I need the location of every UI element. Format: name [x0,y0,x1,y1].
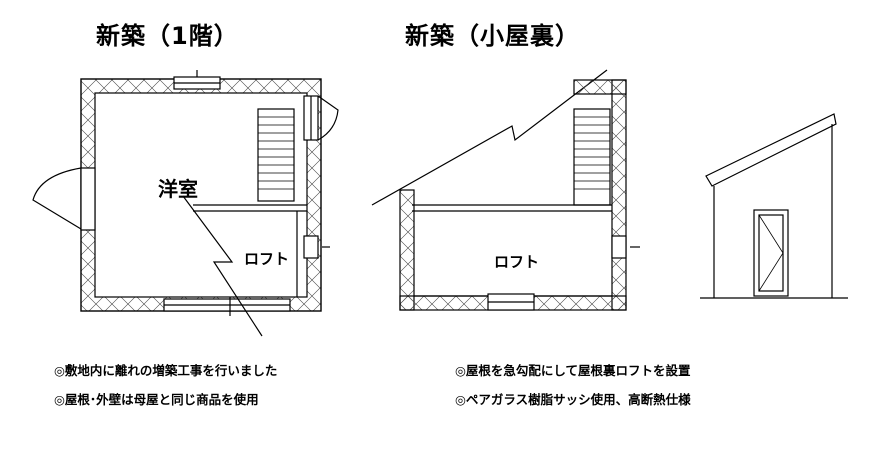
plan-title-attic: 新築（小屋裏） [405,22,580,50]
elevation-view [700,113,848,299]
plan-title-1f: 新築（1階） [96,22,239,50]
note-right-1: ◎屋根を急勾配にして屋根裏ロフトを設置 [455,363,691,378]
room-label-western: 洋室 [158,177,198,201]
note-left-1: ◎敷地内に離れの増築工事を行いました [54,363,278,378]
plan-attic [371,69,640,311]
room-label-loft-attic: ロフト [494,253,540,271]
note-right-2: ◎ペアガラス樹脂サッシ使用、高断熱仕様 [455,392,691,407]
room-label-loft-1f: ロフト [244,250,290,268]
plan-1f [32,70,339,337]
note-left-2: ◎屋根･外壁は母屋と同じ商品を使用 [54,392,259,407]
